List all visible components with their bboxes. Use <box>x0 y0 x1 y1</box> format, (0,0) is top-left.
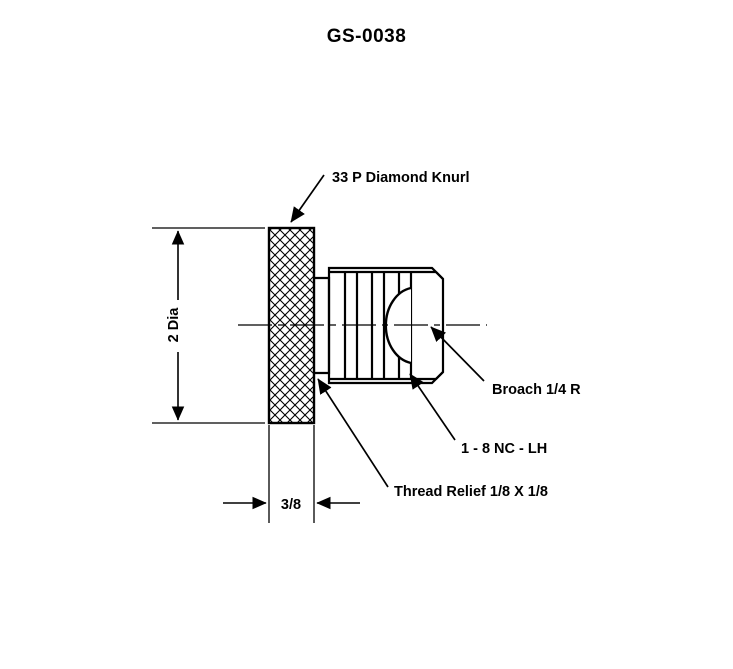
dimension-thickness: 3/8 <box>223 425 360 523</box>
annotation-label-knurl: 33 P Diamond Knurl <box>332 170 470 186</box>
dimension-diameter: 2 Dia <box>152 227 265 424</box>
annotation-label-broach: Broach 1/4 R <box>492 382 581 398</box>
part-geometry <box>238 226 487 425</box>
dimension-label-thickness: 3/8 <box>281 497 301 513</box>
annotation-knurl: 33 P Diamond Knurl <box>290 170 470 223</box>
dimension-label-diameter: 2 Dia <box>166 307 182 343</box>
annotation-thread-relief: Thread Relief 1/8 X 1/8 <box>317 378 548 500</box>
annotation-label-thread-relief: Thread Relief 1/8 X 1/8 <box>394 484 548 500</box>
annotation-thread: 1 - 8 NC - LH <box>409 373 547 457</box>
page-title: GS-0038 <box>326 26 407 47</box>
annotation-broach: Broach 1/4 R <box>430 326 581 398</box>
annotation-label-thread: 1 - 8 NC - LH <box>461 441 547 457</box>
